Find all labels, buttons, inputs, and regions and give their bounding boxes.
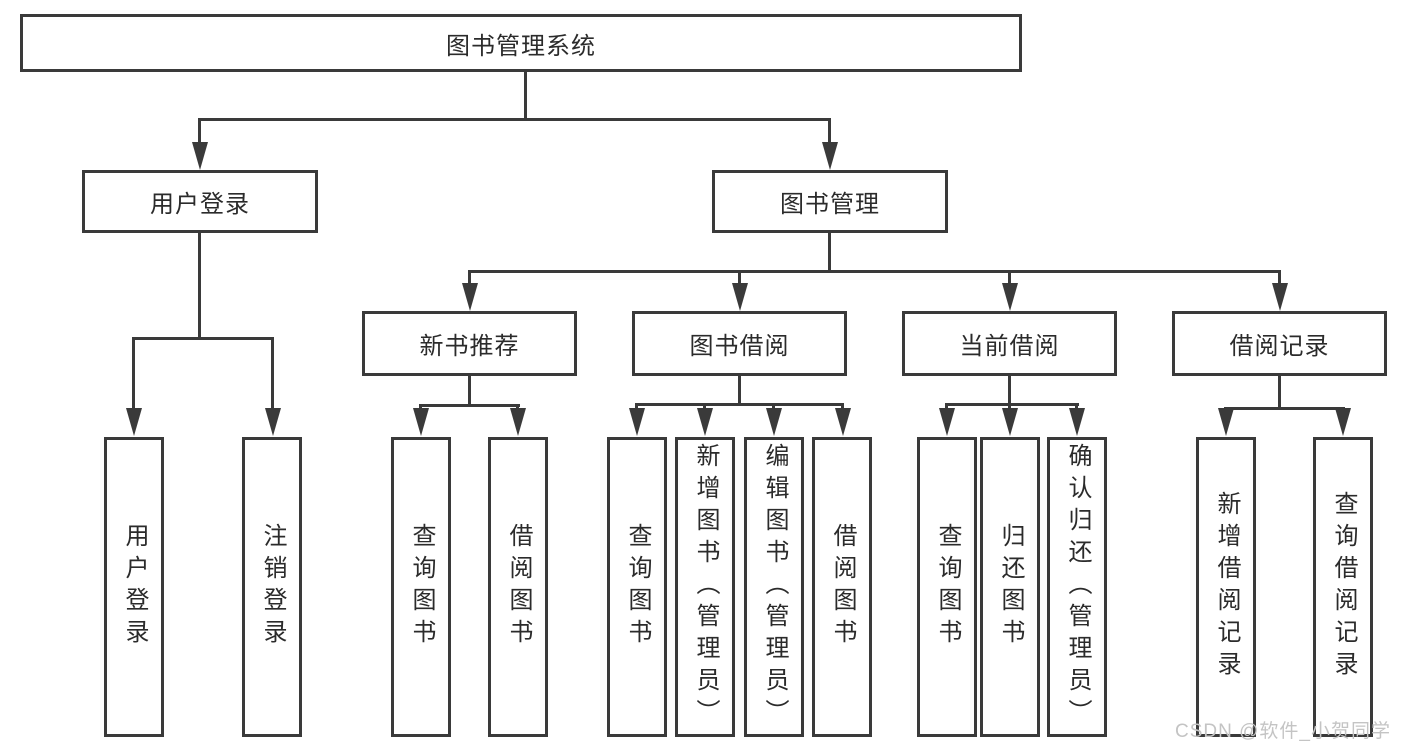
arrow-down-icon bbox=[510, 408, 526, 436]
node-new-book-recommendation: 新书推荐 bbox=[362, 311, 577, 376]
connector-book-borrowing-stub bbox=[738, 376, 741, 406]
connector-drop-book-management bbox=[828, 118, 831, 150]
node-borrow-books-recommend: 借阅图书 bbox=[488, 437, 548, 737]
node-search-books-borrow: 查询图书 bbox=[607, 437, 667, 737]
connector-new-book-splitter bbox=[419, 404, 520, 407]
arrow-down-icon bbox=[1069, 408, 1085, 436]
node-search-books-current: 查询图书 bbox=[917, 437, 977, 737]
connector-user-login-splitter bbox=[132, 337, 274, 340]
arrow-down-icon bbox=[1335, 408, 1351, 436]
arrow-down-icon bbox=[413, 408, 429, 436]
node-borrow-books-leaf: 借阅图书 bbox=[812, 437, 872, 737]
node-user-login-leaf: 用户登录 bbox=[104, 437, 164, 737]
connector-borrowing-records-splitter bbox=[1224, 407, 1345, 410]
connector-level3-splitter bbox=[468, 270, 1281, 273]
node-edit-books-admin: 编辑图书（管理员） bbox=[744, 437, 804, 737]
node-current-borrowing: 当前借阅 bbox=[902, 311, 1117, 376]
node-logout-login: 注销登录 bbox=[242, 437, 302, 737]
node-confirm-return-admin: 确认归还（管理员） bbox=[1047, 437, 1107, 737]
connector-drop-current-borrowing bbox=[1008, 270, 1011, 290]
node-search-books-recommend: 查询图书 bbox=[391, 437, 451, 737]
arrow-down-icon bbox=[126, 408, 142, 436]
connector-root-stub bbox=[524, 72, 527, 121]
arrow-down-icon bbox=[732, 283, 748, 311]
arrow-down-icon bbox=[766, 408, 782, 436]
arrow-down-icon bbox=[1002, 408, 1018, 436]
node-return-books: 归还图书 bbox=[980, 437, 1040, 737]
node-add-borrow-record: 新增借阅记录 bbox=[1196, 437, 1256, 737]
node-user-login: 用户登录 bbox=[82, 170, 318, 233]
connector-new-book-stub bbox=[468, 376, 471, 407]
connector-level2-splitter bbox=[198, 118, 831, 121]
node-book-management: 图书管理 bbox=[712, 170, 948, 233]
connector-drop-book-borrowing bbox=[738, 270, 741, 290]
arrow-down-icon bbox=[835, 408, 851, 436]
connector-drop-user-login bbox=[198, 118, 201, 150]
connector-book-management-stub bbox=[828, 233, 831, 273]
arrow-down-icon bbox=[629, 408, 645, 436]
connector-drop-leaf bbox=[132, 337, 135, 415]
arrow-down-icon bbox=[939, 408, 955, 436]
arrow-down-icon bbox=[462, 283, 478, 311]
connector-current-borrowing-splitter bbox=[945, 403, 1079, 406]
arrow-down-icon bbox=[697, 408, 713, 436]
connector-drop-borrowing-records bbox=[1278, 270, 1281, 290]
node-library-management-system: 图书管理系统 bbox=[20, 14, 1022, 72]
arrow-down-icon bbox=[192, 142, 208, 170]
connector-book-borrowing-splitter bbox=[635, 403, 844, 406]
arrow-down-icon bbox=[1002, 283, 1018, 311]
connector-borrowing-records-stub bbox=[1278, 376, 1281, 410]
arrow-down-icon bbox=[822, 142, 838, 170]
connector-user-login-stub bbox=[198, 233, 201, 340]
csdn-watermark: CSDN @软件_小贺同学 bbox=[1175, 721, 1391, 742]
connector-drop-new-book bbox=[468, 270, 471, 290]
node-search-borrow-record: 查询借阅记录 bbox=[1313, 437, 1373, 737]
node-add-books-admin: 新增图书（管理员） bbox=[675, 437, 735, 737]
connector-current-borrowing-stub bbox=[1008, 376, 1011, 406]
arrow-down-icon bbox=[265, 408, 281, 436]
node-book-borrowing: 图书借阅 bbox=[632, 311, 847, 376]
node-borrowing-records: 借阅记录 bbox=[1172, 311, 1387, 376]
connector-drop-leaf bbox=[271, 337, 274, 415]
arrow-down-icon bbox=[1272, 283, 1288, 311]
arrow-down-icon bbox=[1218, 408, 1234, 436]
